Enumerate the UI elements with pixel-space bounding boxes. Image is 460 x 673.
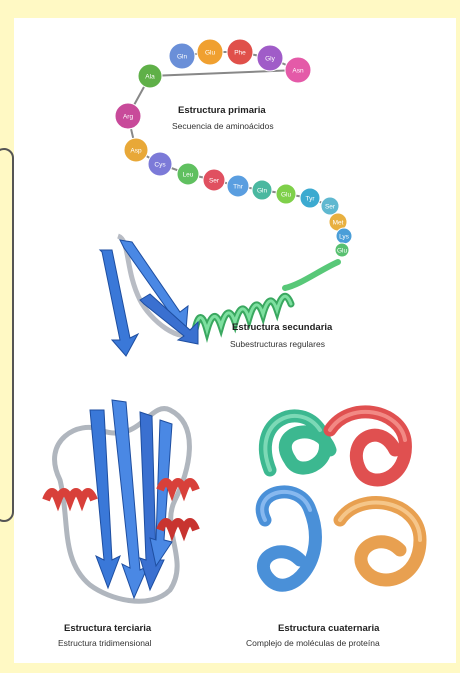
- tertiary-title: Estructura terciaria: [64, 623, 152, 634]
- quaternary-title: Estructura cuaternaria: [278, 623, 380, 634]
- amino-acid-label: Glu: [281, 192, 292, 199]
- beta-sheet: [100, 240, 198, 356]
- secondary-subtitle: Subestructuras regulares: [230, 339, 325, 349]
- secondary-structure-illustration: [100, 236, 338, 356]
- amino-acid-label: Asn: [292, 68, 304, 75]
- amino-acid-label: Ser: [209, 178, 220, 185]
- amino-acid-label: Met: [333, 220, 344, 227]
- amino-acid-chain: GlnGluPheGlyAsnAlaArgAspCysLeuSerThrGlnG…: [115, 39, 352, 257]
- amino-acid-label: Asp: [130, 148, 142, 155]
- amino-acid-label: Glu: [205, 50, 216, 57]
- amino-acid-label: Ala: [145, 74, 155, 81]
- primary-title: Estructura primaria: [178, 105, 266, 116]
- amino-acid-label: Thr: [233, 184, 244, 191]
- amino-acid-label: Gln: [257, 188, 268, 195]
- amino-acid-label: Tyr: [305, 196, 315, 203]
- secondary-title: Estructura secundaria: [232, 322, 333, 333]
- quaternary-structure-illustration: [262, 412, 420, 585]
- primary-subtitle: Secuencia de aminoácidos: [172, 121, 274, 131]
- quaternary-subtitle: Complejo de moléculas de proteína: [246, 638, 380, 648]
- amino-acid-label: Gly: [265, 56, 276, 63]
- amino-acid-label: Phe: [234, 50, 246, 57]
- tertiary-structure-illustration: [46, 400, 196, 601]
- amino-acid-label: Glu: [337, 248, 348, 255]
- amino-acid-label: Gln: [177, 54, 188, 61]
- amino-acid-label: Leu: [183, 172, 194, 179]
- amino-acid-label: Lys: [339, 234, 350, 241]
- amino-acid-label: Cys: [154, 162, 166, 169]
- amino-acid-label: Arg: [123, 114, 134, 121]
- tertiary-subtitle: Estructura tridimensional: [58, 638, 152, 648]
- amino-acid-label: Ser: [325, 204, 336, 211]
